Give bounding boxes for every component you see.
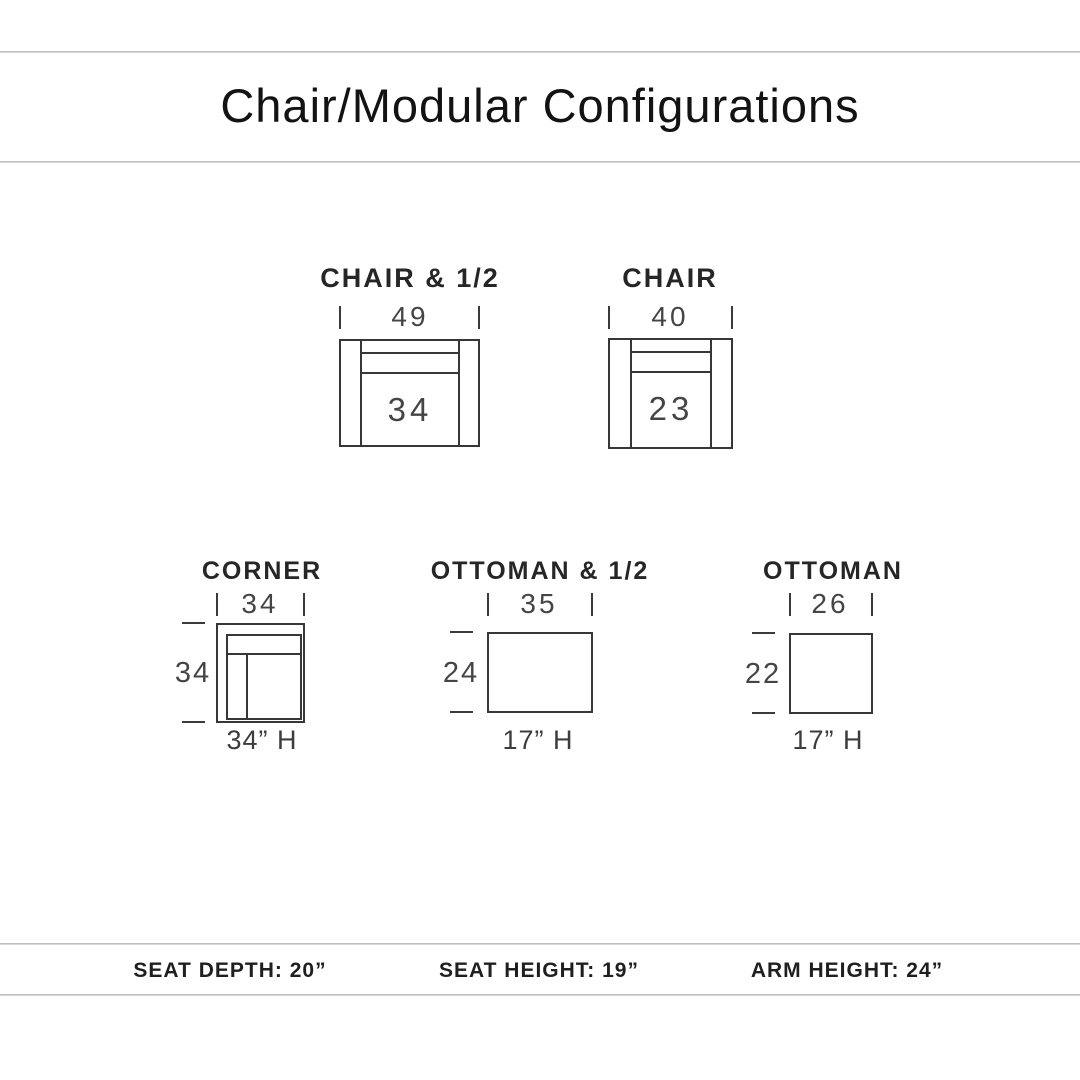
chair-right-arm-line	[710, 340, 712, 447]
footer-seat-depth: SEAT DEPTH: 20”	[133, 959, 327, 982]
chair-half-width-dimension: 49	[391, 301, 429, 332]
dim-tick-right	[871, 593, 873, 616]
dim-tick-right	[591, 593, 593, 616]
page-title: Chair/Modular Configurations	[220, 79, 860, 132]
ottoman-height-label: 17” H	[792, 725, 864, 755]
module-label-chair: CHAIR	[622, 263, 718, 293]
chair-half-right-arm-line	[458, 341, 460, 445]
dim-tick-left	[216, 593, 218, 616]
corner-back-line	[228, 653, 300, 655]
chair-outline: 23	[608, 338, 733, 449]
dim-tick-top	[450, 631, 473, 633]
ottoman-half-depth-dimension: 24	[442, 657, 480, 689]
chair-left-arm-line	[630, 340, 632, 447]
module-label-corner: CORNER	[201, 557, 323, 585]
chair-seat-dimension: 23	[648, 390, 694, 427]
corner-outline	[216, 623, 305, 723]
ottoman-half-outline	[487, 632, 593, 713]
chair-half-seat-dimension: 34	[387, 391, 433, 428]
dim-tick-left	[339, 306, 341, 329]
dim-tick-left	[487, 593, 489, 616]
header-rule-top	[0, 51, 1080, 53]
dim-tick-bottom	[752, 712, 775, 714]
chair-back-line-1	[632, 351, 710, 353]
ottoman-width-dimension: 26	[811, 588, 849, 619]
footer-rule-bottom	[0, 994, 1080, 996]
module-label-chair-half: CHAIR & 1/2	[320, 263, 500, 293]
dim-tick-bottom	[182, 721, 205, 723]
chair-half-left-arm-line	[360, 341, 362, 445]
chair-width-dimension: 40	[651, 301, 689, 332]
dim-tick-right	[303, 593, 305, 616]
ottoman-half-width-dimension: 35	[520, 588, 558, 619]
ottoman-depth-dimension: 22	[744, 658, 782, 690]
dim-tick-right	[478, 306, 480, 329]
corner-width-dimension: 34	[241, 588, 279, 619]
corner-height-label: 34” H	[226, 725, 298, 755]
chair-half-back-line-2	[362, 372, 458, 374]
dim-tick-left	[789, 593, 791, 616]
corner-depth-dimension: 34	[174, 657, 212, 689]
dim-tick-top	[752, 632, 775, 634]
footer-arm-height: ARM HEIGHT: 24”	[750, 959, 944, 982]
ottoman-half-height-label: 17” H	[502, 725, 574, 755]
footer-rule-top	[0, 943, 1080, 945]
ottoman-outline	[789, 633, 873, 714]
header-rule-bottom	[0, 161, 1080, 163]
footer-seat-height: SEAT HEIGHT: 19”	[439, 959, 639, 982]
corner-arm-line	[246, 653, 248, 718]
dim-tick-right	[731, 306, 733, 329]
chair-half-back-line-1	[362, 352, 458, 354]
chair-half-outline: 34	[339, 339, 480, 447]
dim-tick-top	[182, 622, 205, 624]
module-label-ottoman: OTTOMAN	[763, 557, 903, 585]
dim-tick-left	[608, 306, 610, 329]
corner-inner-outline	[226, 634, 302, 720]
chair-back-line-2	[632, 371, 710, 373]
module-label-ottoman-half: OTTOMAN & 1/2	[430, 557, 650, 585]
dim-tick-bottom	[450, 711, 473, 713]
